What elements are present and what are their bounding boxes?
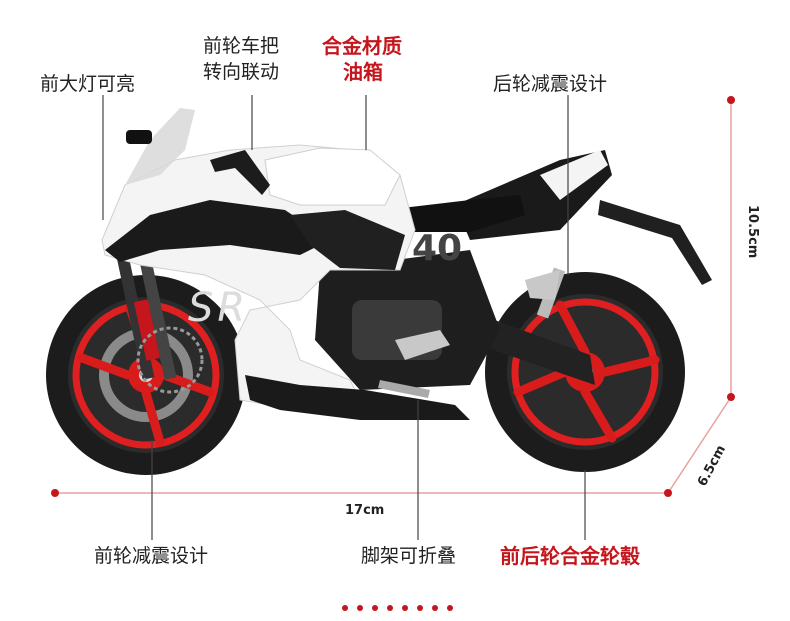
fairing-black-accent (105, 200, 330, 262)
belly-pan (245, 375, 470, 420)
dim-height: 10.5cm (745, 205, 760, 259)
dim-dot (727, 96, 735, 104)
label-tank-1: 合金材质 (322, 34, 402, 58)
label-headlight: 前大灯可亮 (40, 73, 136, 95)
brake-disc (136, 326, 204, 394)
footpeg-front (395, 330, 450, 360)
footpeg-rear (525, 270, 560, 300)
label-wheels: 前后轮合金轮毂 (500, 544, 640, 568)
seat (385, 195, 525, 232)
handlebar (210, 150, 270, 195)
fairing-side-accent (290, 210, 405, 270)
label-steering-1: 前轮车把 (203, 35, 280, 57)
dim-dot (664, 489, 672, 497)
front-fork (113, 240, 177, 380)
tail-white (540, 150, 608, 200)
label-tank-2: 油箱 (343, 60, 383, 84)
dimension-lines (51, 96, 735, 497)
bike-number: 40 (412, 228, 463, 269)
decorative-dots (342, 605, 453, 611)
windscreen (125, 108, 195, 185)
label-steering-2: 转向联动 (203, 61, 280, 83)
callout-lines (102, 95, 586, 540)
label-kickstand: 脚架可折叠 (361, 545, 457, 567)
label-rear-shock: 后轮减震设计 (493, 73, 608, 95)
width-line (667, 396, 732, 494)
dim-length: 17cm (345, 503, 385, 518)
mirror (126, 130, 152, 144)
license-bracket (598, 200, 712, 285)
kickstand (378, 380, 430, 398)
label-front-shock: 前轮减震设计 (94, 545, 209, 567)
fuel-tank (264, 147, 401, 206)
bike-logo: SR (188, 285, 250, 331)
dim-dot (51, 489, 59, 497)
dim-dot (727, 393, 735, 401)
